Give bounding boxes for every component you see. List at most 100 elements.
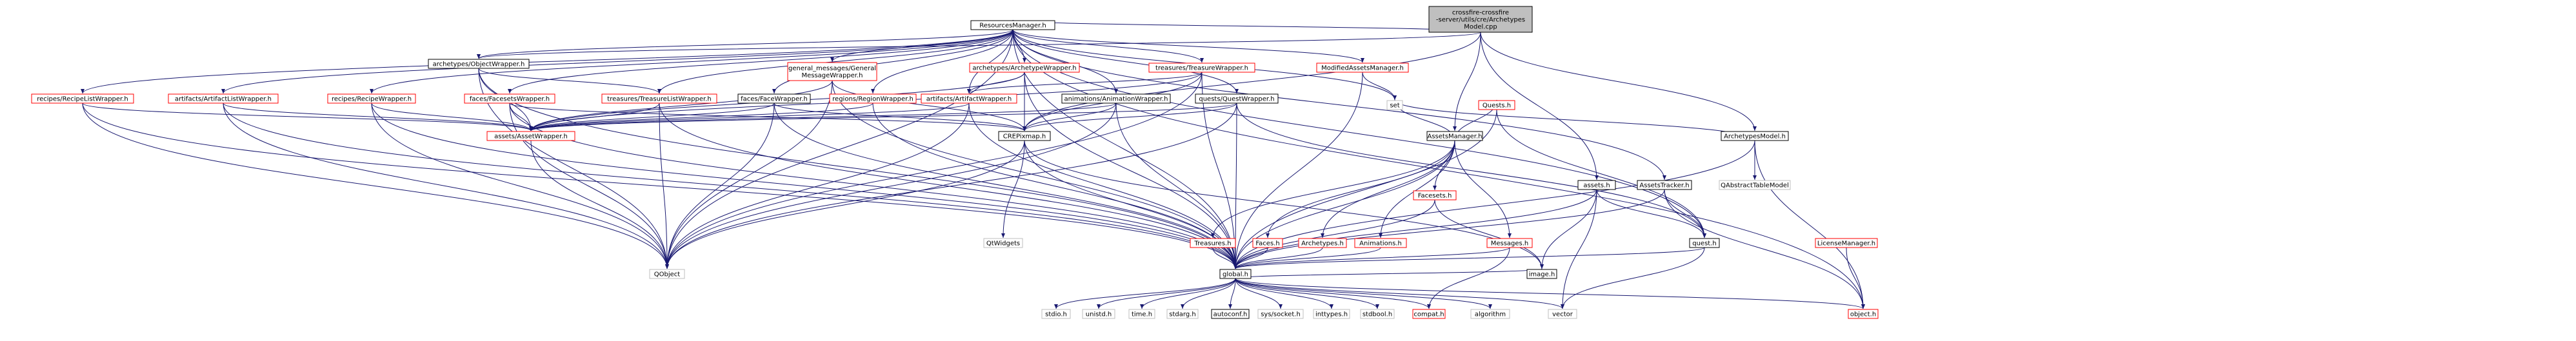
node-box-animations (1354, 238, 1407, 248)
node-label-root: -server/utils/cre/Archetypes (1436, 17, 1525, 24)
node-box-stdarg (1166, 309, 1199, 319)
edge-artwrap-to-qobject (665, 102, 970, 269)
edge-resmgr-to-treaslist (657, 29, 1013, 94)
edge-global-to-inttypes (1235, 278, 1333, 309)
edge-assetsmgr-to-faces (1266, 140, 1455, 239)
node-archwrap[interactable]: archetypes/ArchetypeWrapper.h (969, 63, 1080, 73)
node-quests[interactable]: Quests.h (1478, 100, 1515, 110)
edge-assetsmgr-to-animations (1379, 140, 1455, 239)
node-treaslist[interactable]: treasures/TreasureListWrapper.h (601, 93, 717, 104)
node-treaswrap[interactable]: treasures/TreasureWrapper.h (1148, 63, 1255, 73)
node-recipewrap[interactable]: recipes/RecipeWrapper.h (327, 93, 416, 104)
node-stdarg: stdarg.h (1166, 309, 1199, 319)
node-object[interactable]: object.h (1848, 309, 1879, 319)
node-box-unistd (1082, 309, 1115, 319)
node-modassets[interactable]: ModifiedAssetsManager.h (1316, 63, 1409, 73)
node-crepixmap[interactable]: CREPixmap.h (998, 131, 1051, 141)
node-root[interactable]: crossfire-crossfire-server/utils/cre/Arc… (1428, 6, 1533, 33)
edge-facesetswrap-to-crepixmap (509, 102, 1026, 132)
edge-assetstracker-to-quest (1664, 189, 1706, 239)
edge-genmsg-to-qobject (665, 80, 833, 269)
node-resmgr[interactable]: ResourcesManager.h (970, 20, 1055, 30)
edge-root-to-assets (1480, 32, 1599, 180)
node-label-messages: Messages.h (1491, 240, 1529, 248)
node-global[interactable]: global.h (1219, 269, 1252, 279)
node-assets[interactable]: assets.h (1577, 180, 1616, 190)
node-image[interactable]: image.h (1526, 269, 1557, 279)
node-algorithm: algorithm (1470, 309, 1510, 319)
edge-messages-to-compat (1427, 247, 1510, 309)
node-recipelist[interactable]: recipes/RecipeListWrapper.h (31, 93, 134, 104)
node-archetypes[interactable]: Archetypes.h (1298, 238, 1347, 248)
edge-global-to-algorithm (1235, 278, 1492, 309)
edge-objwrap-to-global (478, 68, 1237, 269)
edge-crepixmap-to-global (1024, 140, 1237, 269)
node-box-qabstract (1719, 180, 1791, 190)
edge-messages-to-global (1233, 247, 1510, 269)
node-box-recipelist (31, 93, 134, 104)
edge-genmsg-to-global (832, 80, 1237, 269)
edge-assetwrap-to-qobject (530, 140, 669, 269)
node-facewrap[interactable]: faces/FaceWrapper.h (737, 93, 811, 104)
node-box-genmsg (787, 62, 877, 81)
node-archmodel[interactable]: ArchetypesModel.h (1721, 131, 1789, 141)
node-box-assets (1577, 180, 1616, 190)
edge-animwrap-to-crepixmap (1023, 102, 1117, 132)
node-box-recipewrap (327, 93, 416, 104)
node-quest[interactable]: quest.h (1689, 238, 1720, 248)
node-label-facesetswrap: faces/FacesetsWrapper.h (470, 96, 550, 103)
node-assetwrap[interactable]: assets/AssetWrapper.h (486, 131, 575, 141)
node-label-qwidgets: QtWidgets (986, 240, 1020, 248)
node-box-vector (1548, 309, 1577, 319)
node-regionwrap[interactable]: regions/RegionWrapper.h (829, 93, 917, 104)
edge-assetsmgr-to-archetypes (1321, 140, 1455, 239)
node-box-messages (1486, 238, 1533, 248)
node-box-global (1219, 269, 1252, 279)
node-faces[interactable]: Faces.h (1252, 238, 1283, 248)
edge-assets-to-global (1233, 189, 1597, 269)
node-license[interactable]: LicenseManager.h (1815, 238, 1878, 248)
edge-recipewrap-to-assetwrap (371, 102, 533, 132)
edge-facesets-to-global (1233, 199, 1435, 269)
node-artwrap[interactable]: artifacts/ArtifactWrapper.h (921, 93, 1017, 104)
node-animwrap[interactable]: animations/AnimationWrapper.h (1061, 93, 1171, 104)
node-label-qobject: QObject (654, 271, 681, 278)
node-label-crepixmap: CREPixmap.h (1003, 133, 1046, 141)
node-questwrap[interactable]: quests/QuestWrapper.h (1195, 93, 1279, 104)
edge-animwrap-to-assetwrap (529, 102, 1117, 132)
node-box-stdio (1041, 309, 1071, 319)
node-box-qwidgets (983, 238, 1023, 248)
node-label-license: LicenseManager.h (1817, 240, 1875, 248)
node-autoconf[interactable]: autoconf.h (1211, 309, 1250, 319)
node-label-recipelist: recipes/RecipeListWrapper.h (37, 96, 128, 103)
node-label-compat: compat.h (1413, 311, 1444, 318)
node-label-treaslist: treasures/TreasureListWrapper.h (607, 96, 711, 103)
edge-assetsmgr-to-messages (1454, 140, 1512, 239)
node-assetsmgr[interactable]: AssetsManager.h (1426, 131, 1483, 141)
node-label-animations: Animations.h (1359, 240, 1402, 248)
node-label-root: crossfire-crossfire (1452, 10, 1509, 17)
edge-resmgr-to-questwrap (1012, 29, 1239, 94)
node-label-inttypes: inttypes.h (1315, 311, 1348, 318)
edge-resmgr-to-facewrap (772, 29, 1013, 94)
edge-archwrap-to-global (1024, 72, 1237, 269)
node-animations[interactable]: Animations.h (1354, 238, 1407, 248)
edge-genmsg-to-assetwrap (529, 80, 833, 132)
node-box-treaswrap (1148, 63, 1255, 73)
node-artlist[interactable]: artifacts/ArtifactListWrapper.h (168, 93, 279, 104)
node-assetstracker[interactable]: AssetsTracker.h (1637, 180, 1692, 190)
node-treasures[interactable]: Treasures.h (1190, 238, 1236, 248)
node-label-stdarg: stdarg.h (1169, 311, 1195, 318)
node-compat[interactable]: compat.h (1412, 309, 1446, 319)
node-objwrap[interactable]: archetypes/ObjectWrapper.h (428, 59, 530, 69)
edge-resmgr-to-regionwrap (871, 29, 1013, 94)
node-messages[interactable]: Messages.h (1486, 238, 1533, 248)
edge-resmgr-to-animwrap (1012, 29, 1118, 94)
node-label-archwrap: archetypes/ArchetypeWrapper.h (972, 65, 1076, 72)
node-box-assetstracker (1637, 180, 1692, 190)
edge-resmgr-to-recipewrap (370, 29, 1013, 94)
node-facesets[interactable]: Facesets.h (1413, 190, 1457, 200)
node-facesetswrap[interactable]: faces/FacesetsWrapper.h (464, 93, 555, 104)
node-label-archetypes: Archetypes.h (1301, 240, 1344, 248)
